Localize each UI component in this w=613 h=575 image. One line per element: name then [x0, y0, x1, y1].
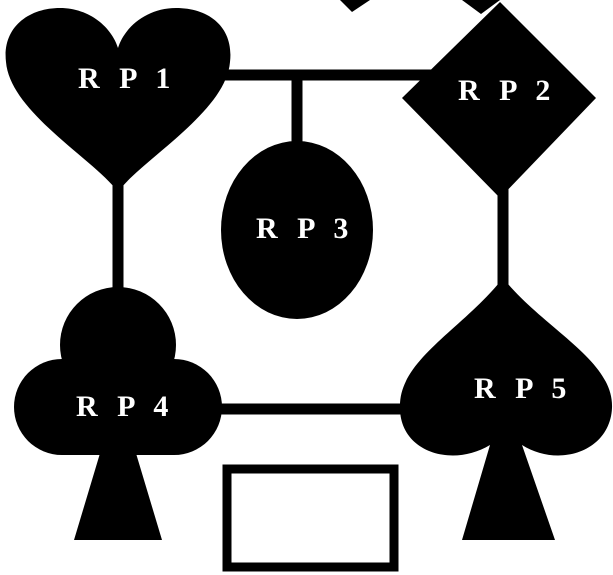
top-clip-mark-left [340, 0, 370, 12]
node-label-rp2: R P 2 [458, 74, 556, 107]
node-rp4: R P 4 [14, 287, 222, 540]
club-shape [14, 287, 222, 540]
node-rp1: R P 1 [5, 8, 231, 192]
node-rp2: R P 2 [402, 2, 596, 198]
node-label-rp4: R P 4 [76, 390, 174, 423]
node-label-rp3: R P 3 [256, 212, 354, 245]
node-label-rp5: R P 5 [474, 372, 572, 405]
top-clip-mark-right [462, 0, 500, 14]
spade-shape [399, 278, 613, 540]
ellipse-shape [221, 141, 373, 319]
empty-box [222, 464, 399, 572]
node-rp5: R P 5 [399, 278, 613, 540]
node-rp3: R P 3 [221, 141, 373, 319]
node-label-rp1: R P 1 [78, 62, 176, 95]
heart-shape [5, 8, 231, 192]
diamond-shape [402, 2, 596, 198]
top-edge-marks [340, 0, 500, 14]
